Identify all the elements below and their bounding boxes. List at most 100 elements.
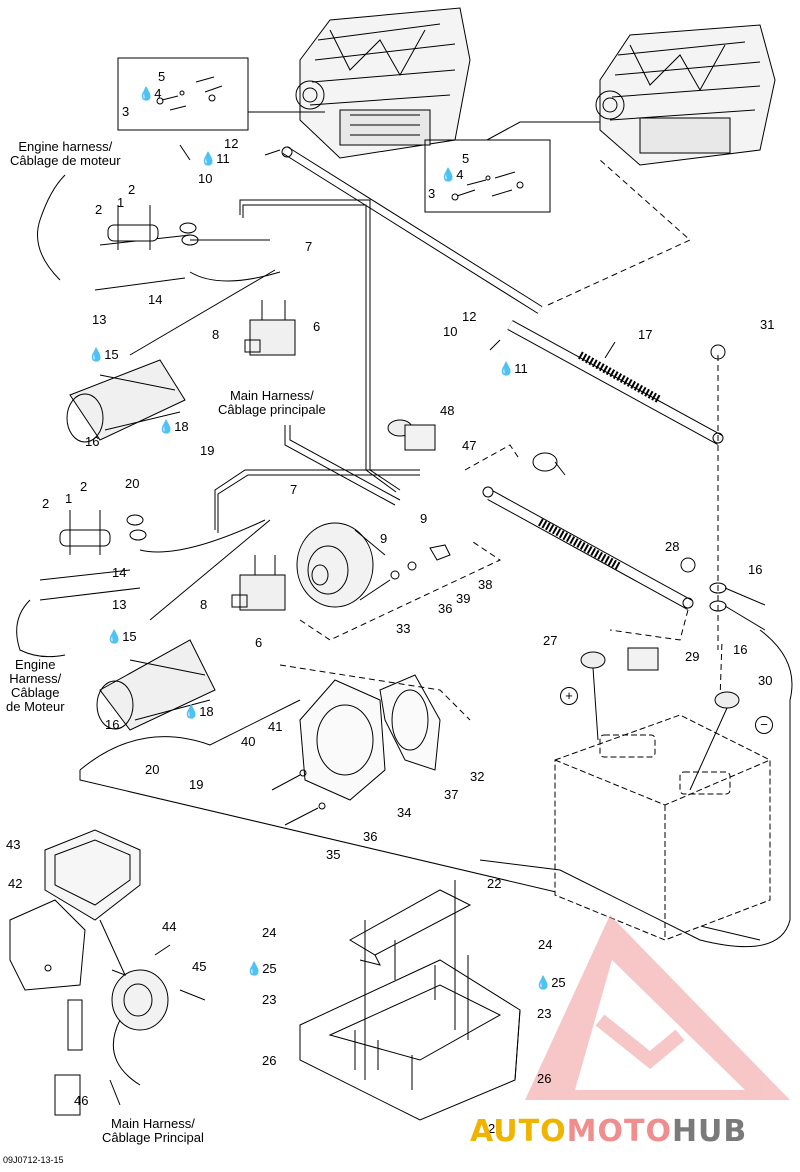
part-label: 2 xyxy=(80,479,88,494)
part-label: 34 xyxy=(397,805,412,820)
routing-dashed-3 xyxy=(717,355,723,701)
part-label: 40 xyxy=(241,734,256,749)
solenoid-6-lower xyxy=(231,555,286,611)
screws-35-40 xyxy=(271,774,319,826)
bracket-22 xyxy=(349,889,472,966)
part-label: 21 xyxy=(488,1121,503,1136)
part-label: 17 xyxy=(638,327,653,342)
harness-wires-lower xyxy=(16,425,420,658)
part-label: 47 xyxy=(462,438,477,453)
housing-33 xyxy=(296,522,391,608)
part-label: 9 xyxy=(420,511,428,526)
part-label: 12 xyxy=(462,309,477,324)
part-label: 46 xyxy=(74,1093,89,1108)
battery-cable-17 xyxy=(281,146,724,445)
part-label: 12 xyxy=(224,136,239,151)
battery-ground-routing xyxy=(479,629,793,948)
part-label: 2 xyxy=(95,202,103,217)
part-label: 16 xyxy=(105,717,120,732)
part-label: 25 xyxy=(246,962,276,976)
part-label: 20 xyxy=(145,762,160,777)
solenoid-6-upper xyxy=(244,300,296,356)
caption-main-harness-2: Main Harness/ Câblage Principal xyxy=(102,1116,204,1145)
battery-terminals xyxy=(580,647,740,791)
battery xyxy=(554,714,771,941)
battery-cable-47 xyxy=(482,486,694,610)
part-label: 10 xyxy=(198,171,213,186)
plate-34 xyxy=(299,679,386,801)
routing-dashed-5 xyxy=(279,664,471,721)
part-label: 15 xyxy=(88,348,118,362)
positive-terminal-marker: + xyxy=(560,687,578,705)
part-label: 48 xyxy=(440,403,455,418)
watermark-auto: AUTO xyxy=(470,1114,567,1149)
part-label: 22 xyxy=(487,876,502,891)
caption-engine-harness-2: Engine Harness/ Câblage de Moteur xyxy=(6,657,65,714)
ecm-plate-42 xyxy=(9,899,86,991)
part-label: 44 xyxy=(162,919,177,934)
part-label: 32 xyxy=(470,769,485,784)
routing-dashed-1 xyxy=(547,159,691,306)
part-label: 43 xyxy=(6,837,21,852)
part-label: 8 xyxy=(212,327,220,342)
caption-main-harness-1: Main Harness/ Câblage principale xyxy=(218,388,326,417)
part-label: 23 xyxy=(537,1006,552,1021)
part-label: 33 xyxy=(396,621,411,636)
part-label: 20 xyxy=(125,476,140,491)
battery-tray-21 xyxy=(299,959,521,1121)
watermark-hub: HUB xyxy=(671,1114,748,1149)
engine-illustration-2 xyxy=(595,24,776,166)
regulator-44 xyxy=(67,944,206,1086)
leader-lines xyxy=(179,144,616,359)
part-label: 18 xyxy=(158,420,188,434)
part-label: 4 xyxy=(440,168,463,182)
harness-wires-upper xyxy=(37,174,401,493)
part-label: 6 xyxy=(313,319,321,334)
fasteners-36-38-39 xyxy=(390,544,451,580)
part-label: 26 xyxy=(262,1053,277,1068)
part-label: 36 xyxy=(438,601,453,616)
part-label: 24 xyxy=(262,925,277,940)
watermark-logo-text: AUTOMOTOHUB xyxy=(470,1114,747,1149)
part-label: 27 xyxy=(543,633,558,648)
part-label: 42 xyxy=(8,876,23,891)
routing-dashed-2 xyxy=(464,444,689,641)
inset-bolts xyxy=(156,76,524,201)
part-label: 6 xyxy=(255,635,263,650)
negative-terminal-marker: − xyxy=(755,716,773,734)
part-label: 8 xyxy=(200,597,208,612)
part-label: 3 xyxy=(122,104,130,119)
engine-illustration-1 xyxy=(295,7,471,159)
part-label: 13 xyxy=(112,597,127,612)
watermark-moto: MOTO xyxy=(566,1114,672,1149)
part-label: 18 xyxy=(183,705,213,719)
part-label: 38 xyxy=(478,577,493,592)
reference-code: 09J0712-13-15 xyxy=(3,1155,64,1165)
part-label: 25 xyxy=(535,976,565,990)
caption-engine-harness-1: Engine harness/ Câblage de moteur xyxy=(10,139,121,168)
tray-bolts xyxy=(354,880,469,1090)
part-label: 11 xyxy=(498,362,528,376)
part-label: 19 xyxy=(200,443,215,458)
connector-47-eye xyxy=(532,452,566,476)
terminal-nuts xyxy=(680,344,766,631)
part-label: 2 xyxy=(128,182,136,197)
part-label: 23 xyxy=(262,992,277,1007)
clip-46 xyxy=(54,1074,81,1116)
part-label: 29 xyxy=(685,649,700,664)
harness-connector-1-upper xyxy=(107,205,199,250)
part-label: 45 xyxy=(192,959,207,974)
part-label: 39 xyxy=(456,591,471,606)
part-label: 5 xyxy=(462,151,470,166)
part-label: 16 xyxy=(748,562,763,577)
part-label: 15 xyxy=(106,630,136,644)
part-label: 14 xyxy=(112,565,127,580)
part-label: 4 xyxy=(138,87,161,101)
part-label: 7 xyxy=(305,239,313,254)
part-label: 3 xyxy=(428,186,436,201)
part-label: 16 xyxy=(85,434,100,449)
watermark-logo-triangle xyxy=(525,915,790,1100)
leader-arrows-module xyxy=(99,919,126,1106)
